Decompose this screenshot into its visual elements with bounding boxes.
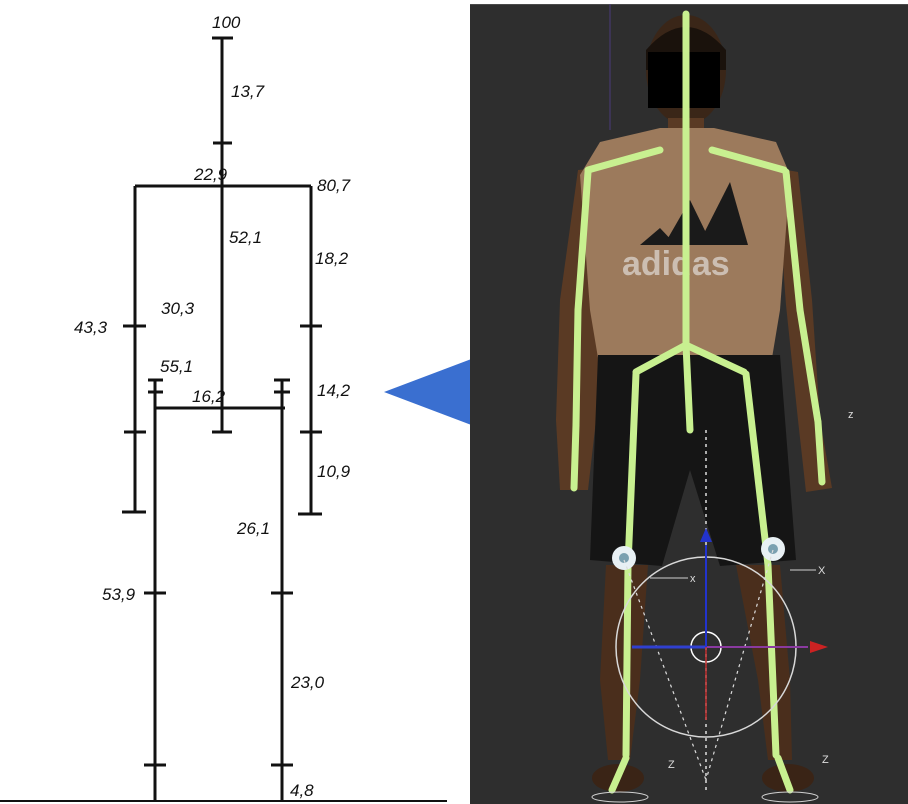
shirt-print: adidas: [622, 245, 730, 283]
label-foot: 4,8: [290, 781, 314, 800]
label-trunk-upper: 52,1: [229, 228, 262, 247]
label-neck: 22,9: [193, 165, 228, 184]
svg-text:X: X: [818, 565, 826, 577]
svg-text:x: x: [690, 573, 696, 585]
label-thigh: 26,1: [236, 519, 270, 538]
svg-text:Z: Z: [668, 759, 675, 771]
svg-text:z: z: [848, 409, 854, 421]
label-top: 100: [212, 13, 241, 32]
label-upper-arm: 18,2: [315, 249, 349, 268]
label-trunk-mid: 30,3: [161, 299, 195, 318]
label-pelvis: 16,2: [192, 387, 226, 406]
label-shank: 23,0: [290, 673, 325, 692]
label-forearm: 10,9: [317, 462, 351, 481]
label-head: 13,7: [231, 82, 265, 101]
label-shoulder: 80,7: [317, 176, 351, 195]
skeleton-viewport: adidas: [470, 4, 908, 804]
svg-text:Z: Z: [822, 754, 829, 766]
segment-diagram: [0, 38, 447, 801]
label-arm-left: 43,3: [74, 318, 108, 337]
label-hip-height: 55,1: [160, 357, 193, 376]
label-knee-left: 53,9: [102, 585, 136, 604]
label-elbow: 14,2: [317, 381, 351, 400]
